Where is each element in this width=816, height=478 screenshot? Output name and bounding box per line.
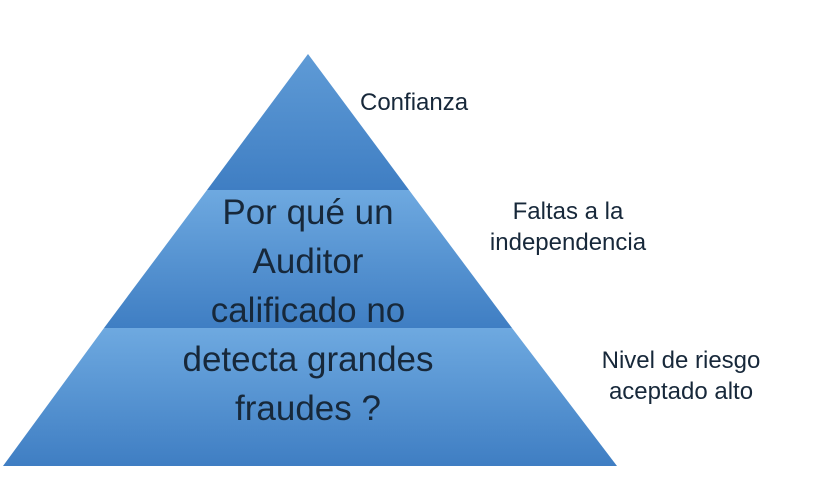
level-label-confianza: Confianza — [360, 89, 469, 116]
label-line: Nivel de riesgo — [601, 347, 761, 374]
label-line: Faltas a la — [512, 198, 624, 225]
level-label-independencia: Faltas a la independencia — [468, 196, 668, 258]
question-line: Por qué un — [222, 193, 394, 232]
label-line: aceptado alto — [608, 378, 754, 405]
question-line: calificado no — [210, 291, 406, 330]
pyramid-center-question: Por qué un Auditor calificado no detecta… — [108, 188, 508, 433]
question-line: Auditor — [252, 242, 364, 281]
question-line: detecta grandes — [182, 340, 434, 379]
pyramid-bottom-level — [3, 328, 617, 466]
pyramid-middle-level — [104, 190, 512, 328]
pyramid-top-level — [207, 54, 409, 190]
question-line: fraudes ? — [235, 389, 381, 428]
label-line: independencia — [489, 229, 647, 256]
level-label-riesgo: Nivel de riesgo aceptado alto — [576, 345, 786, 407]
